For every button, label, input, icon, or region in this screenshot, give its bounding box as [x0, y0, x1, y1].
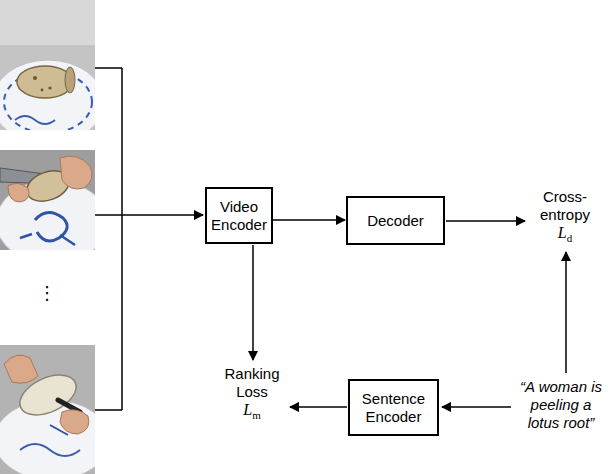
encoder-box: Sentence Encoder: [348, 379, 439, 436]
ellipsis-mark: ⋮: [32, 284, 62, 302]
sentence-label-group: “A woman is peeling a lotus root”: [515, 378, 607, 432]
video-frame: [0, 0, 95, 130]
loss-symbol: L: [558, 224, 567, 241]
box-label: Sentence Encoder: [354, 390, 433, 426]
video-frame: [0, 345, 95, 474]
loss-label-group: Cross- entropyLd: [525, 188, 605, 247]
flow-arrow: [273, 219, 345, 221]
decoder-box: Decoder: [346, 196, 445, 245]
loss-subscript: d: [567, 232, 573, 244]
loss-label: Ranking Loss: [217, 365, 287, 401]
loss-subscript: m: [252, 409, 261, 421]
box-label: Decoder: [352, 212, 439, 230]
box-label: Video Encoder: [211, 198, 267, 234]
ellipsis-mark-group: ⋮: [32, 284, 62, 302]
bracket: [95, 68, 203, 410]
sentence-label: “A woman is peeling a lotus root”: [515, 378, 607, 432]
loss-symbol: L: [243, 401, 252, 418]
video-frame: [0, 150, 95, 250]
loss-label: Cross- entropy: [525, 188, 605, 224]
encoder-box: Video Encoder: [205, 187, 273, 244]
loss-label-group: Ranking LossLm: [217, 365, 287, 424]
